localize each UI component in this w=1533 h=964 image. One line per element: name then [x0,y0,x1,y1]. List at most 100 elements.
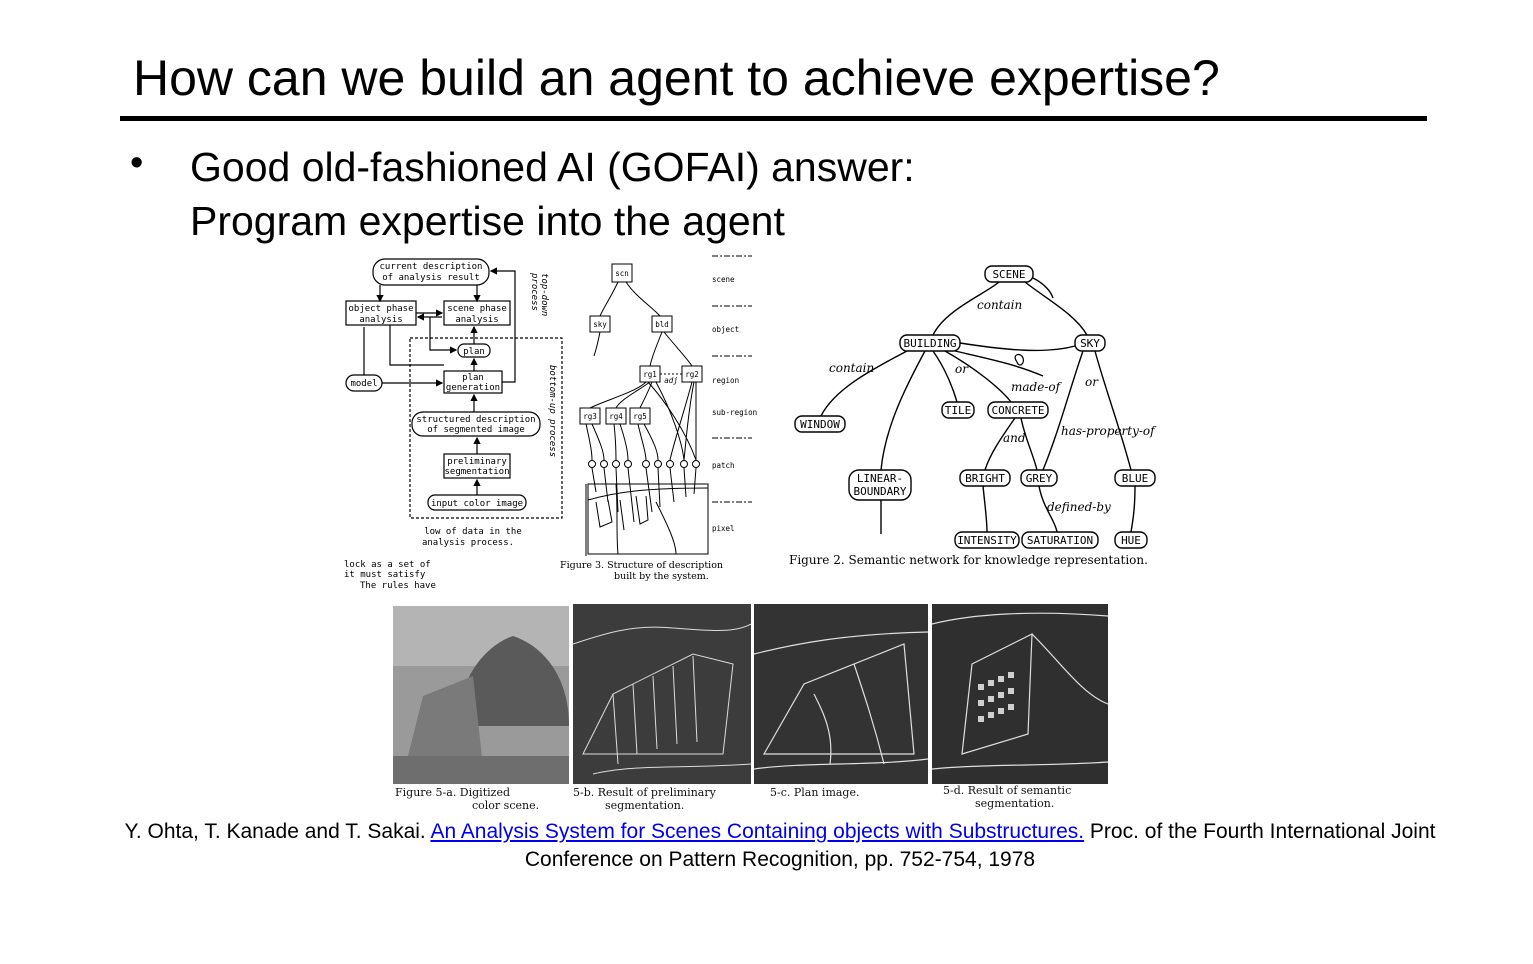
figure-5a-photo [393,606,569,784]
structured-line2: of segmented image [427,425,525,435]
pixel-image [587,483,709,555]
bullet-icon: • [130,142,144,184]
level-patch: patch [712,461,735,470]
structured-line1: structured description [416,415,535,425]
prelim-line1: preliminary [447,457,507,467]
patch-row [588,460,700,468]
grey-label: GREY [1026,472,1053,485]
citation-line-2: Conference on Pattern Recognition, pp. 7… [524,848,1036,871]
rg1-label: rg1 [643,370,657,379]
rg3-label: rg3 [583,412,597,421]
bright-label: BRIGHT [965,472,1005,485]
fig5a-caption-line1: Figure 5-a. Digitized [395,786,510,799]
scn-label: scn [615,269,629,278]
citation-line-1: Y. Ohta, T. Kanade and T. Sakai. An Anal… [60,818,1500,846]
saturation-label: SATURATION [1027,534,1093,547]
linear-label-line2: BOUNDARY [854,485,907,498]
fig5a-caption-line2: color scene. [472,799,540,812]
flow-line2: analysis process. [422,538,514,548]
level-region: region [712,376,739,385]
or-label-1: or [955,362,969,376]
tile-label: TILE [945,404,972,417]
level-subregion: sub-region [712,408,757,417]
current-description-box [372,258,490,286]
scene-node [984,265,1034,283]
figure-3-description-structure: scn sky bld rg1 rg2 adj rg3 rg4 rg5 scen… [556,252,761,587]
rg4-label: rg4 [609,412,623,421]
scene-label: SCENE [992,268,1025,281]
has-property-of-label: has-property-of [1061,424,1157,438]
fig5c-caption-line1: 5-c. Plan image. [770,786,860,799]
fig3-caption-line2: built by the system. [614,571,709,582]
linear-label-line1: LINEAR- [857,472,903,485]
linear-boundary-node [848,469,912,501]
bottom-up-label: bottom-up process [547,365,557,457]
tile-node [941,401,975,419]
slide-title: How can we build an agent to achieve exp… [133,50,1220,106]
sky-label: sky [593,320,607,329]
plan-label: plan [463,347,485,357]
bullet-line-1: Good old-fashioned AI (GOFAI) answer: [190,144,915,190]
concrete-label: CONCRETE [992,404,1045,417]
figure-5d-photo [932,604,1108,784]
rg2-label: rg2 [685,370,699,379]
object-phase-line1: object phase [348,304,413,314]
level-scene: scene [712,275,735,284]
prelim-line2: segmentation [444,467,509,477]
current-desc-line1: current description [380,262,483,272]
fig5d-caption-line2: segmentation. [975,797,1055,810]
fragment-line1: lock as a set of [344,560,431,570]
hue-label: HUE [1121,534,1141,547]
model-label: model [350,379,377,389]
citation-authors: Y. Ohta, T. Kanade and T. Sakai. [124,820,431,843]
fig3-caption-line1: Figure 3. Structure of description [560,560,723,571]
figure-1-system-diagram: current description of analysis result o… [340,255,570,590]
paper-link[interactable]: An Analysis System for Scenes Containing… [430,820,1085,843]
fig5d-caption-line1: 5-d. Result of semantic [943,784,1072,797]
bld-label: bld [655,320,669,329]
or-label-2: or [1085,375,1099,389]
contain-label-2: contain [829,361,874,375]
current-desc-line2: of analysis result [382,273,480,283]
rg5-label: rg5 [633,412,647,421]
figure-5c-photo [754,604,928,784]
citation-venue: Proc. of the Fourth International Joint [1084,820,1436,843]
bullet-line-2: Program expertise into the agent [190,198,785,244]
citation: Y. Ohta, T. Kanade and T. Sakai. An Anal… [60,818,1500,874]
level-pixel: pixel [712,524,735,533]
plan-gen-line1: plan [462,373,484,383]
fig2-caption: Figure 2. Semantic network for knowledge… [789,553,1148,567]
and-label: and [1003,431,1026,445]
top-down-line2: process [529,272,539,311]
input-label: input color image [431,499,523,509]
concrete-node [987,401,1049,419]
level-object: object [712,325,739,334]
building-label: BUILDING [904,337,957,350]
flow-line1: low of data in the [424,527,522,537]
object-phase-line2: analysis [359,315,402,325]
window-node [794,415,846,433]
scene-phase-line1: scene phase [447,304,507,314]
blue-label: BLUE [1122,472,1149,485]
structured-description-box [411,411,541,437]
fragment-line2: it must satisfy [344,570,426,580]
made-of-label: made-of [1011,380,1063,394]
sky-node [1074,334,1106,352]
fig5b-caption-line1: 5-b. Result of preliminary [573,786,716,799]
figure-5b-photo [573,604,751,784]
top-down-line1: top-down [539,273,549,316]
defined-by-label: defined-by [1047,500,1111,514]
title-underline [120,116,1427,121]
figure-2-semantic-network: SCENE BUILDING SKY WINDOW TILE CONCRETE … [785,258,1195,578]
window-label: WINDOW [800,418,840,431]
saturation-node [1021,531,1099,549]
contain-label-1: contain [977,298,1022,312]
fig5b-caption-line2: segmentation. [605,799,685,812]
adj-label: adj [664,376,678,385]
scene-phase-line2: analysis [455,315,498,325]
bullet-text: Good old-fashioned AI (GOFAI) answer: Pr… [190,140,915,248]
intensity-label: INTENSITY [957,534,1017,547]
sky-label: SKY [1080,337,1100,350]
plan-gen-line2: generation [446,383,500,393]
fragment-line3: The rules have [360,581,436,590]
